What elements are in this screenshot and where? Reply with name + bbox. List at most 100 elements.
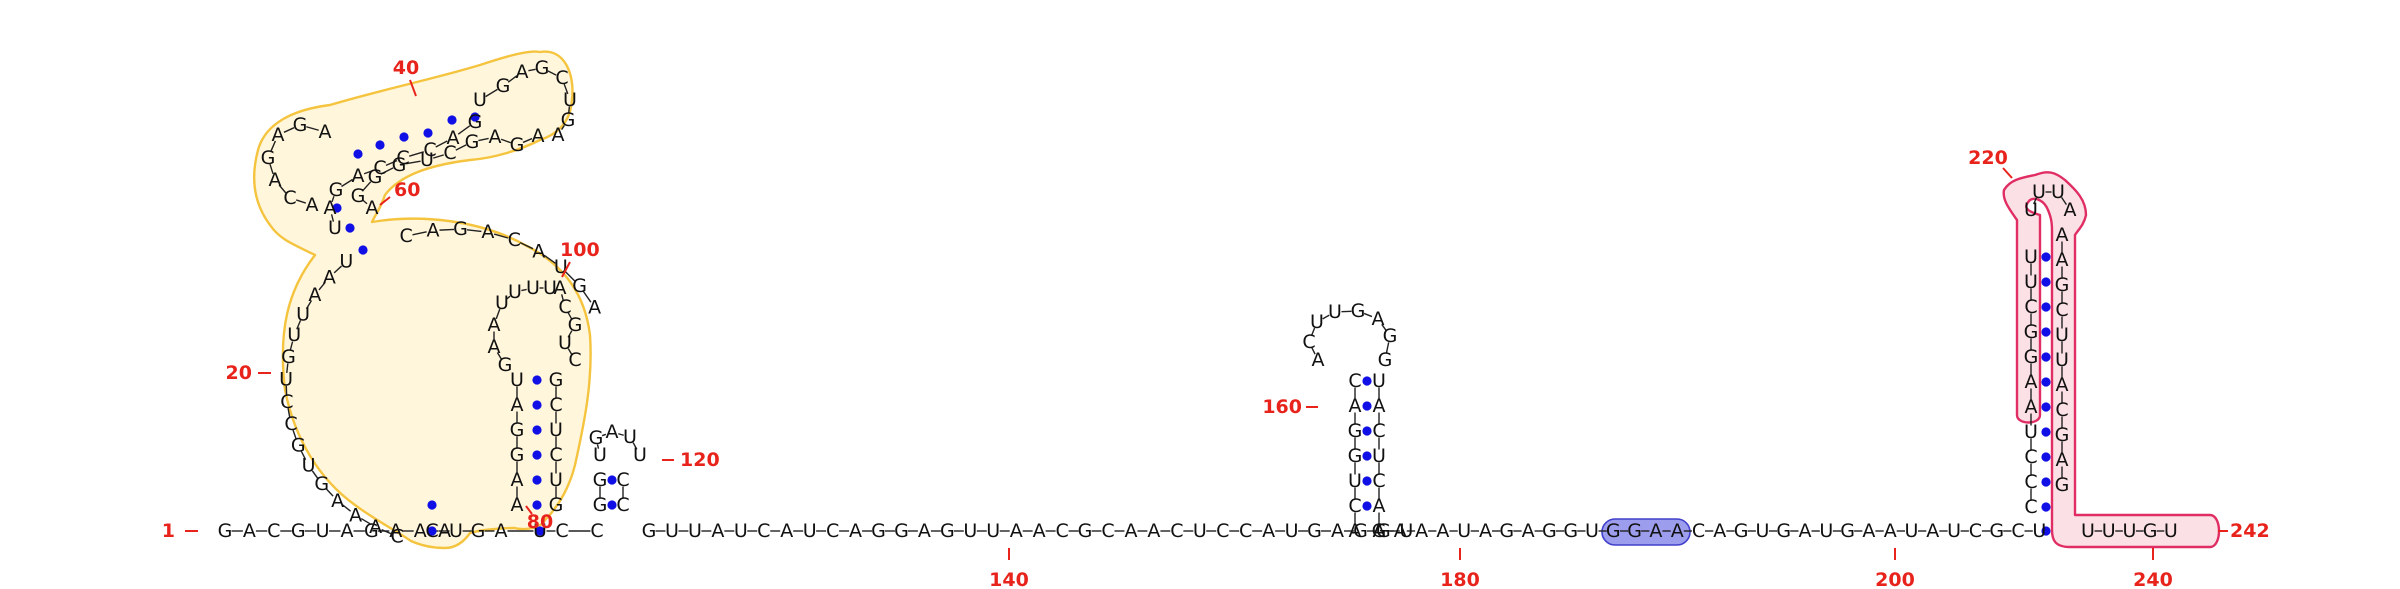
nucleotide-5prime: A [414,520,427,542]
backbone-segment [493,233,509,239]
nucleotide-linker-3prime: G [1776,520,1791,542]
helix40-left: C [423,139,436,161]
multiloop-left-arc: U [302,455,316,477]
position-label-100: 100 [560,239,600,261]
helix120-loop: U [623,426,637,448]
helix220-right: C [2055,299,2068,321]
helix40-right: G [368,166,383,188]
helix90-bulge: C [568,349,581,371]
helix220-left: G [2024,346,2039,368]
base-pair-dot [399,132,409,142]
base-pair-dot [2041,477,2051,487]
nucleotide-linker: U [803,520,817,542]
multiloop-top-arc: A [588,297,601,319]
base-pair-dot [1362,501,1372,511]
backbone-segment [435,140,448,148]
nucleotide-linker: A [1262,520,1275,542]
position-tick [561,261,571,278]
nucleotide-linker-3prime: G [1734,520,1749,542]
nucleotide-5prime: A [389,520,402,542]
backbone-segment [1381,323,1387,332]
helix220-left: G [2024,321,2039,343]
helix220-left: C [2024,296,2037,318]
helix40-right: G [510,134,525,156]
base-pair-dot [532,500,542,510]
nucleotide-linker-3prime: A [1799,520,1812,542]
helix160-loop: G [1378,349,1393,371]
helix40-right: A [532,125,545,147]
helix160-right: G [1372,520,1387,542]
nucleotide-3prime-tail: G [2143,520,2158,542]
helix40-loop: U [473,89,487,111]
helix40-side-loop: C [283,187,296,209]
base-pair-dot [427,500,437,510]
nucleotide-linker: A [1010,520,1023,542]
helix220-right: C [2055,399,2068,421]
helix40-right: A [366,197,379,219]
nucleotide-linker: U [1193,520,1207,542]
helix160-right: C [1372,470,1385,492]
backbone-segment [560,294,565,301]
backbone-segment [618,433,624,436]
nucleotide-linker: A [711,520,724,542]
helix120-left: G [593,494,608,516]
nucleotide-baseline: U [533,520,547,542]
position-label-180: 180 [1440,569,1480,589]
backbone-segment [381,529,392,535]
backbone-segment [385,159,398,167]
nucleotide-3prime-tail: U [2081,520,2095,542]
backbone-segment [331,195,335,203]
nucleotide-linker-3prime: U [1585,520,1599,542]
multiloop-top-arc: A [426,219,439,241]
backbone-segment [567,348,573,355]
helix160-loop: G [1383,325,1398,347]
position-tick [525,505,533,515]
backbone-segment [412,231,427,236]
nucleotide-linker: A [1124,520,1137,542]
helix40-loop: U [563,89,577,111]
nucleotide-baseline: A [495,520,508,542]
nucleotide-linker-3prime: G [1563,520,1578,542]
backbone-segment [507,75,518,83]
helix90-loop: G [498,354,513,376]
backbone-segment [547,70,557,76]
nucleotide-linker: G [940,520,955,542]
helix160-right: A [1373,495,1386,517]
backbone-segment [457,125,471,135]
helix220-right: U [2055,349,2069,371]
helix40-loop: G [561,109,576,131]
nucleotide-linker: U [734,520,748,542]
backbone-segment [330,214,335,222]
helix40-left: A [352,165,365,187]
nucleotide-linker: A [780,520,793,542]
backbone-segment [1311,347,1316,355]
nucleotide-linker: G [1376,520,1391,542]
helix160-left: A [1349,520,1362,542]
helix90-loop: A [488,336,501,358]
backbone-segment [564,271,576,282]
nucleotide-linker-3prime: A [1479,520,1492,542]
nucleotide-linker: A [918,520,931,542]
backbone-segment [300,450,307,461]
nucleotide-linker: A [849,520,862,542]
backbone-segment [563,83,569,95]
nucleotide-linker-3prime: C [1969,520,1982,542]
position-label-80: 80 [527,511,553,533]
nucleotide-5prime: A [438,520,451,542]
backbone-segment [521,288,527,292]
helix220-right: G [2055,274,2070,296]
helix90-loop: A [488,314,501,336]
helix120-right: C [616,494,629,516]
helix220-right: A [2056,449,2069,471]
backbone-segment [363,169,375,175]
backbone-segment [1322,314,1330,320]
helix90-bulge: C [558,296,571,318]
helix160-loop: G [1351,300,1366,322]
nucleotide-baseline: C [590,520,603,542]
nucleotide-linker: A [1147,520,1160,542]
position-label-200: 200 [1875,569,1915,589]
nucleotide-linker-3prime: C [1692,520,1705,542]
nucleotide-baseline: C [555,520,568,542]
base-pair-dot [1362,451,1372,461]
